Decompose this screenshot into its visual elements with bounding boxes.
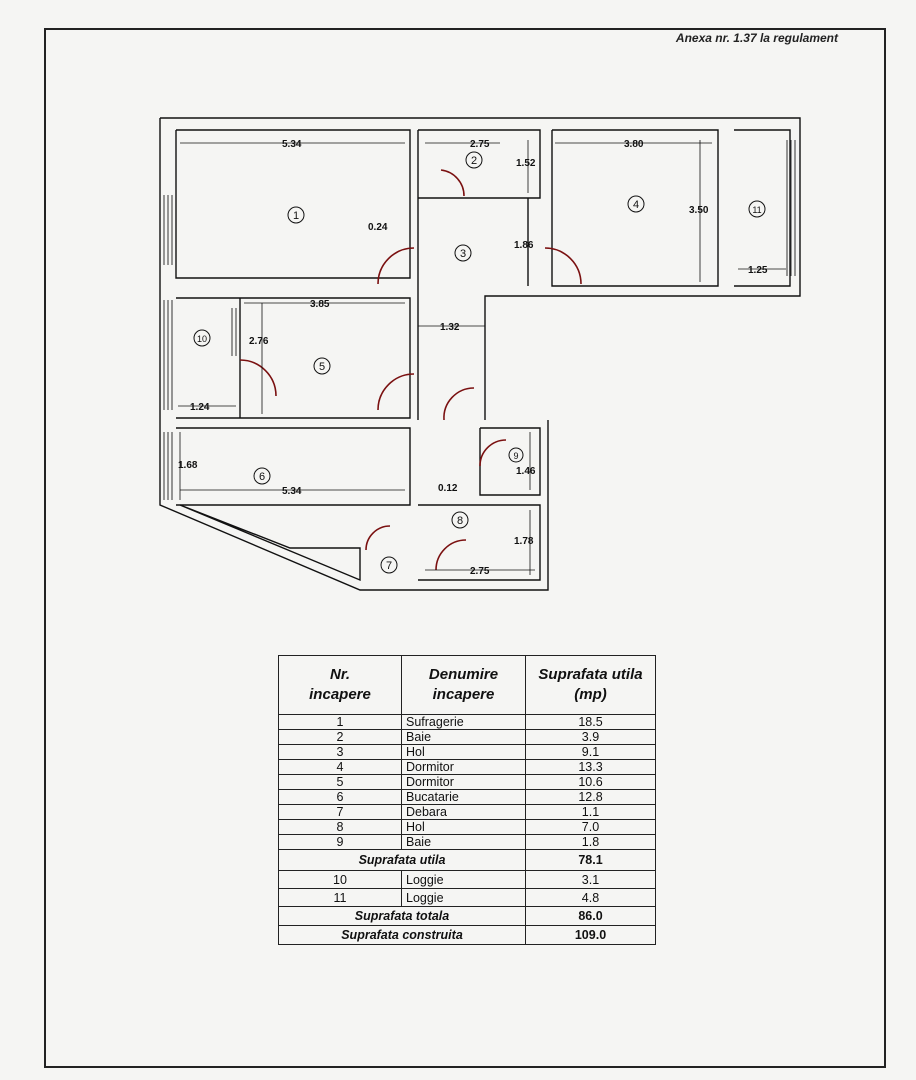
room-number: 10 — [197, 334, 207, 344]
table-header-row: Nr. incapere Denumire incapere Suprafata… — [278, 655, 656, 715]
room-name: Loggie — [401, 888, 526, 907]
room-nr: 2 — [278, 729, 402, 745]
dim-label: 2.75 — [470, 139, 490, 150]
dim-label: 0.12 — [438, 483, 458, 494]
room-number: 6 — [259, 471, 265, 483]
room-name: Baie — [401, 834, 526, 850]
dim-label: 3.85 — [310, 299, 330, 310]
dim-label: 5.34 — [282, 486, 302, 497]
room-nr: 7 — [278, 804, 402, 820]
total-value: 86.0 — [525, 906, 656, 926]
room-nr: 4 — [278, 759, 402, 775]
room-nr: 9 — [278, 834, 402, 850]
annex-header: Anexa nr. 1.37 la regulament — [675, 31, 838, 45]
dim-label: 5.34 — [282, 139, 302, 150]
room-number: 9 — [513, 451, 518, 461]
room-area: 9.1 — [525, 744, 656, 760]
room-number: 8 — [457, 515, 463, 527]
room-nr: 1 — [278, 714, 402, 730]
room-name: Sufragerie — [401, 714, 526, 730]
dim-label: 3.50 — [689, 205, 709, 216]
room-area: 12.8 — [525, 789, 656, 805]
total-row: Suprafata totala 86.0 — [278, 906, 656, 926]
room-name: Baie — [401, 729, 526, 745]
dim-label: 1.32 — [440, 322, 460, 333]
room-name: Dormitor — [401, 759, 526, 775]
room-nr: 8 — [278, 819, 402, 835]
room-area: 1.1 — [525, 804, 656, 820]
room-name: Debara — [401, 804, 526, 820]
room-number: 3 — [460, 248, 466, 260]
room-area: 10.6 — [525, 774, 656, 790]
room-area: 7.0 — [525, 819, 656, 835]
room-name: Dormitor — [401, 774, 526, 790]
room-number: 5 — [319, 361, 325, 373]
room-number: 7 — [386, 560, 392, 572]
surface-table: Nr. incapere Denumire incapere Suprafata… — [278, 655, 656, 945]
room-area: 1.8 — [525, 834, 656, 850]
room-area: 4.8 — [525, 888, 656, 907]
room-number: 4 — [633, 199, 639, 211]
dim-label: 3.80 — [624, 139, 644, 150]
dim-label: 2.75 — [470, 566, 490, 577]
dim-label: 1.68 — [178, 460, 198, 471]
built-value: 109.0 — [525, 925, 656, 945]
col-header-nr: Nr. incapere — [278, 655, 402, 715]
room-number: 2 — [471, 155, 477, 167]
room-name: Bucatarie — [401, 789, 526, 805]
dim-label: 1.25 — [748, 265, 768, 276]
subtotal-row: Suprafata utila 78.1 — [278, 849, 656, 871]
room-area: 3.9 — [525, 729, 656, 745]
room-name: Loggie — [401, 870, 526, 889]
total-label: Suprafata totala — [278, 906, 526, 926]
col-header-name: Denumire incapere — [401, 655, 526, 715]
dim-label: 1.86 — [514, 240, 534, 251]
dim-label: 1.24 — [190, 402, 210, 413]
room-number: 1 — [293, 210, 299, 222]
dim-label: 2.76 — [249, 336, 269, 347]
room-area: 3.1 — [525, 870, 656, 889]
room-nr: 10 — [278, 870, 402, 889]
dim-label: 1.78 — [514, 536, 534, 547]
built-label: Suprafata construita — [278, 925, 526, 945]
dim-label: 0.24 — [368, 222, 388, 233]
room-nr: 3 — [278, 744, 402, 760]
dim-label: 1.46 — [516, 466, 536, 477]
room-name: Hol — [401, 819, 526, 835]
subtotal-label: Suprafata utila — [278, 849, 526, 871]
room-number: 11 — [752, 205, 761, 215]
subtotal-value: 78.1 — [525, 849, 656, 871]
room-nr: 5 — [278, 774, 402, 790]
page-border — [44, 28, 886, 1068]
room-area: 13.3 — [525, 759, 656, 775]
room-nr: 6 — [278, 789, 402, 805]
room-nr: 11 — [278, 888, 402, 907]
col-header-area: Suprafata utila (mp) — [525, 655, 656, 715]
dim-label: 1.52 — [516, 158, 536, 169]
room-name: Hol — [401, 744, 526, 760]
built-row: Suprafata construita 109.0 — [278, 925, 656, 945]
floor-plan: 5.34 2.75 1.52 3.80 3.50 1.25 0.24 1.86 … — [159, 117, 801, 591]
room-area: 18.5 — [525, 714, 656, 730]
